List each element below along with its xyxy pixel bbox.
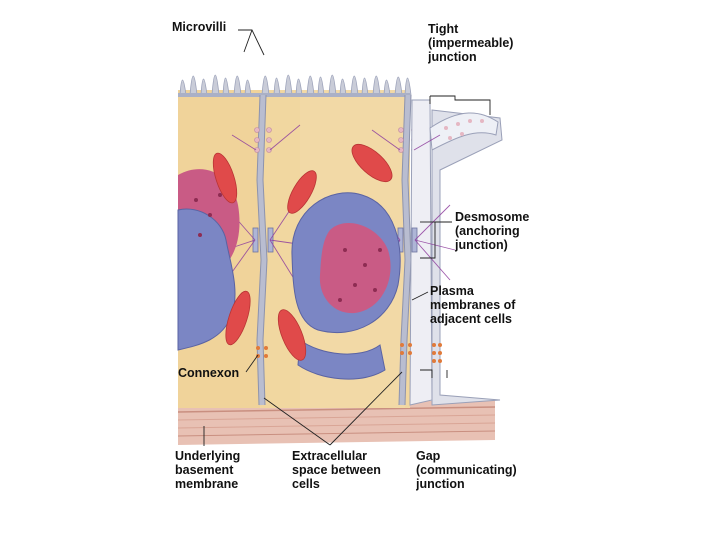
leader-lines bbox=[203, 29, 491, 446]
label-line: Underlying bbox=[175, 449, 241, 463]
label-line: junction) bbox=[455, 238, 508, 252]
label-line: space between bbox=[292, 463, 381, 477]
exploded-membrane bbox=[409, 99, 503, 406]
mitochondria bbox=[212, 143, 393, 361]
basement-membrane bbox=[177, 400, 496, 445]
label-line: (communicating) bbox=[416, 463, 517, 477]
label-line: (impermeable) bbox=[428, 36, 514, 50]
label-line: Extracellular bbox=[292, 449, 368, 463]
label-tight-junction: Tight(impermeable)junction bbox=[428, 22, 513, 64]
label-connexon: Connexon bbox=[178, 366, 239, 380]
label-line: Gap bbox=[416, 449, 441, 463]
label-line: basement bbox=[175, 463, 234, 477]
label-line: Plasma bbox=[430, 284, 474, 298]
connexon-beads bbox=[256, 343, 442, 363]
label-line: Connexon bbox=[178, 366, 240, 380]
label-line: adjacent cells bbox=[430, 312, 512, 326]
label-line: Tight bbox=[428, 22, 459, 36]
label-line: Desmosome bbox=[455, 210, 530, 224]
label-gap-junction: Gap(communicating)junction bbox=[416, 449, 517, 491]
label-line: junction bbox=[416, 477, 465, 491]
center-nucleus bbox=[291, 192, 401, 380]
label-line: membrane bbox=[175, 477, 239, 491]
label-microvilli: Microvilli bbox=[172, 20, 226, 34]
label-line: (anchoring bbox=[455, 224, 520, 238]
plasma-membranes bbox=[256, 94, 412, 406]
label-line: Microvilli bbox=[172, 20, 227, 34]
label-line: cells bbox=[292, 477, 320, 491]
nucleus-spots bbox=[194, 193, 382, 302]
label-line: membranes of bbox=[430, 298, 516, 312]
label-line: junction bbox=[428, 50, 477, 64]
